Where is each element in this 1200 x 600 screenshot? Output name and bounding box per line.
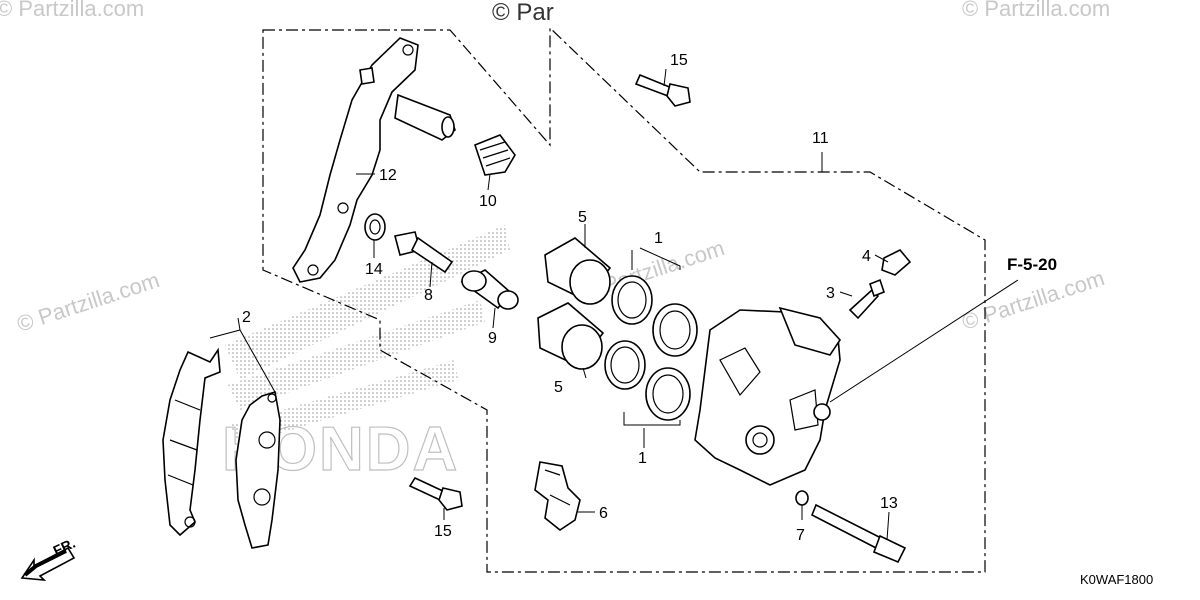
callout-5-top: 5 bbox=[578, 209, 587, 226]
brake-pad-set bbox=[162, 347, 281, 549]
caliper-piston-bottom bbox=[537, 302, 605, 370]
callout-3: 3 bbox=[826, 285, 835, 302]
callout-13: 13 bbox=[880, 495, 898, 512]
caliper-bracket bbox=[292, 37, 456, 283]
caliper-body bbox=[694, 306, 842, 486]
piston-seal-set bbox=[604, 275, 698, 421]
washer bbox=[795, 490, 809, 506]
bleeder-screw bbox=[848, 278, 885, 320]
front-label: FR. bbox=[51, 535, 78, 559]
callout-8: 8 bbox=[424, 287, 433, 304]
callout-6: 6 bbox=[599, 505, 608, 522]
pad-spring bbox=[534, 461, 581, 531]
leader-lines bbox=[209, 68, 1019, 541]
callout-15-top: 15 bbox=[670, 52, 688, 69]
callout-4: 4 bbox=[862, 248, 871, 265]
watermark-text: © Partzilla.com bbox=[959, 265, 1108, 335]
callout-15-bottom: 15 bbox=[434, 523, 452, 540]
callout-7: 7 bbox=[796, 527, 805, 544]
watermark-text: © Partzilla.com bbox=[14, 267, 163, 337]
flange-bolt-top bbox=[634, 73, 691, 107]
callout-2: 2 bbox=[242, 309, 251, 326]
pin-sleeve bbox=[460, 269, 519, 310]
reference-label: F-5-20 bbox=[1007, 255, 1057, 274]
bleeder-cap bbox=[881, 249, 912, 276]
watermark-text: © Partzilla.com bbox=[0, 0, 144, 21]
pin-bolt bbox=[394, 231, 454, 274]
caliper-piston-top bbox=[544, 237, 612, 305]
callout-1-bottom: 1 bbox=[638, 450, 647, 467]
pin-boot bbox=[474, 134, 516, 176]
seal-ring bbox=[364, 213, 386, 241]
callout-10: 10 bbox=[479, 193, 497, 210]
diagram-code: K0WAF1800 bbox=[1080, 572, 1153, 587]
watermark-text: © Partzilla.com bbox=[962, 0, 1110, 21]
front-arrow-icon bbox=[20, 546, 76, 581]
watermark-text-top: © Par bbox=[492, 0, 554, 26]
seal-ring-inner bbox=[369, 219, 381, 235]
caliper-assembly-outline bbox=[262, 26, 986, 573]
slide-pin bbox=[810, 503, 907, 564]
callout-labels: 1 1 2 3 4 5 5 6 7 8 9 10 11 12 13 14 15 … bbox=[242, 52, 898, 544]
front-direction-indicator: FR. bbox=[20, 535, 78, 581]
callout-9: 9 bbox=[488, 330, 497, 347]
callout-14: 14 bbox=[365, 261, 383, 278]
callout-1-top: 1 bbox=[654, 230, 663, 247]
callout-11: 11 bbox=[812, 130, 829, 147]
callout-12: 12 bbox=[379, 167, 397, 184]
callout-5-bottom: 5 bbox=[554, 379, 563, 396]
flange-bolt-bottom bbox=[408, 476, 463, 511]
